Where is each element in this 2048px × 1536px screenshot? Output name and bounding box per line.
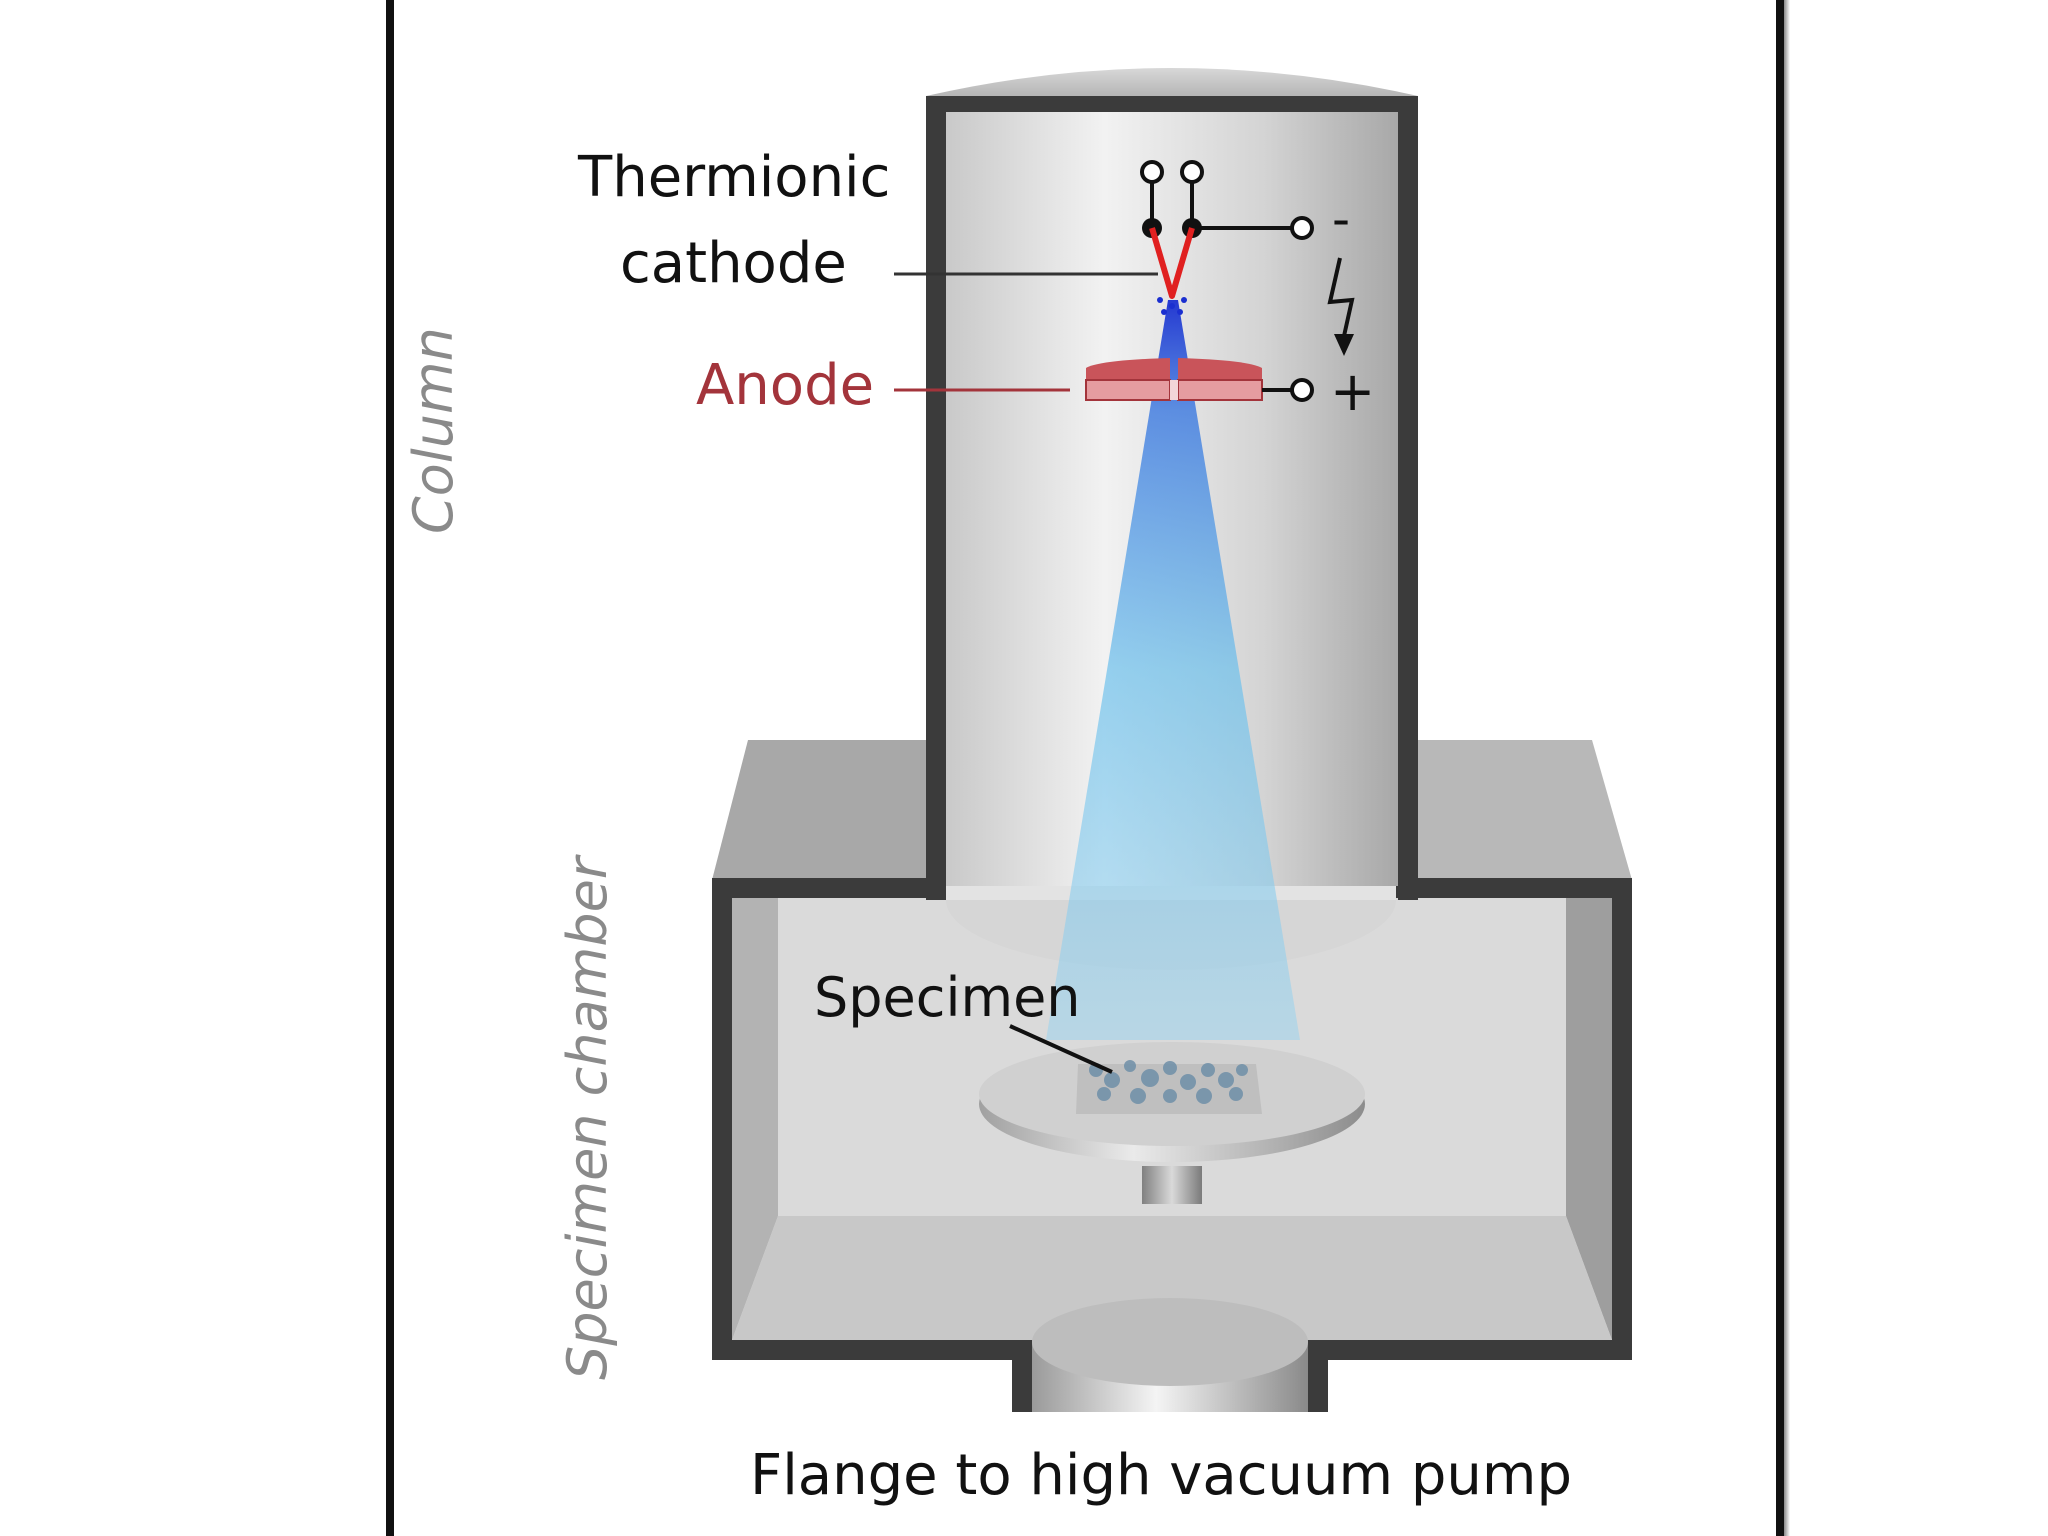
minus-sign: - [1332, 190, 1350, 248]
thermionic-label: Thermionic [577, 145, 890, 210]
specimen-leader [1009, 1024, 1113, 1074]
cathode-filament [1149, 227, 1195, 299]
right-border [1776, 0, 1784, 1536]
cathode-label: cathode [620, 231, 847, 296]
anode-label: Anode [696, 353, 874, 418]
flange-label: Flange to high vacuum pump [750, 1443, 1572, 1508]
column-label: Column [402, 327, 465, 534]
voltage-icon [1327, 257, 1355, 337]
specimen-stage [979, 1042, 1365, 1204]
specimen-label: Specimen [814, 966, 1081, 1029]
cathode-circuit [1140, 160, 1355, 402]
left-border [386, 0, 394, 1536]
specimen-sample [1076, 1064, 1262, 1114]
electron-beam [1046, 300, 1300, 1040]
specimen-chamber-label: Specimen chamber [556, 854, 619, 1380]
right-border-shadow [1784, 0, 1790, 1536]
flange [1012, 1298, 1328, 1412]
plus-sign: + [1330, 360, 1375, 423]
